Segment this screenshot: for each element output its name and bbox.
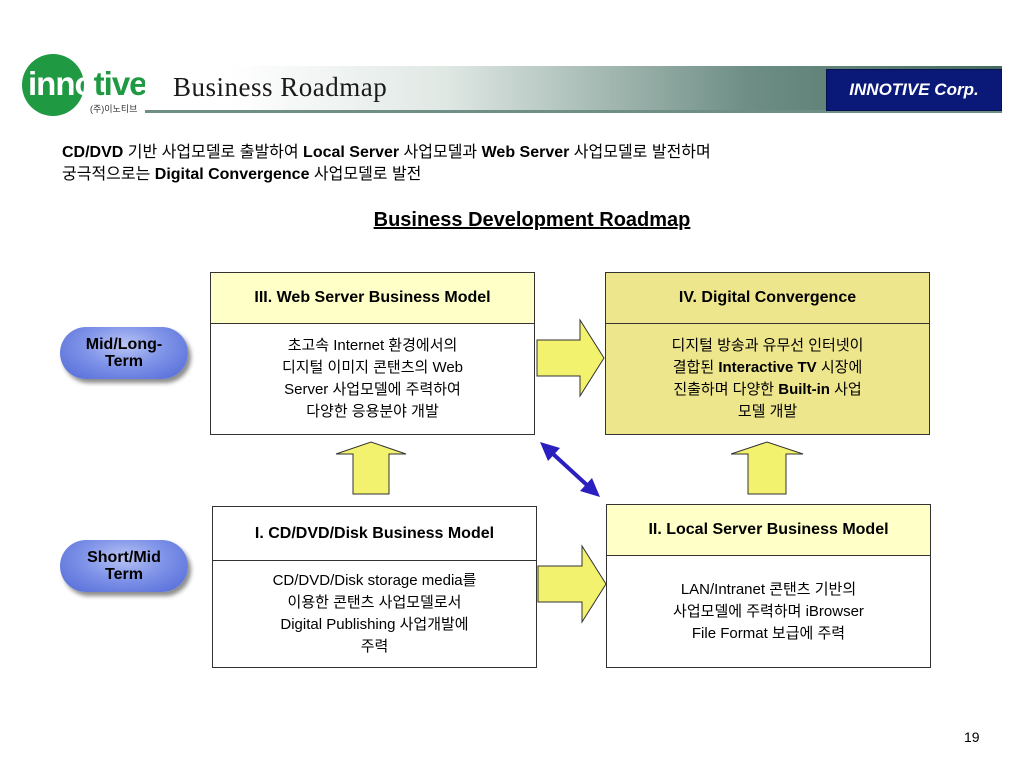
logo-subtitle: (주)이노티브 [90, 104, 138, 114]
logo-circle [22, 54, 84, 116]
intro-segment: 사업모델로 발전하며 [569, 144, 711, 161]
corp-badge: INNOTIVE Corp. [826, 69, 1002, 111]
slide-title: Business Roadmap [173, 72, 388, 102]
logo-wordmark: innotive [28, 64, 148, 104]
web-server-line: 디지털 이미지 콘탠츠의 Web [281, 359, 464, 376]
mid-long-term-line-1: Mid/Long- [85, 336, 163, 353]
digital-segment: 진출하며 다양한 [673, 381, 779, 398]
intro-segment: 사업모델로 발전 [309, 166, 422, 183]
web-server-model-body: 초고속 Internet 환경에서의 디지털 이미지 콘탠츠의 Web Serv… [211, 324, 534, 434]
cd-dvd-model-box: I. CD/DVD/Disk Business Model CD/DVD/Dis… [212, 506, 537, 668]
digital-convergence-line: 디지털 방송과 유무선 인터넷이 [672, 335, 864, 357]
arrow-right-icon [537, 544, 607, 624]
intro-segment: 사업모델과 [399, 144, 482, 161]
cd-dvd-line: CD/DVD/Disk storage media를 [272, 572, 477, 589]
local-server-line: File Format 보급에 주력 [691, 624, 846, 642]
cd-dvd-line: 이용한 콘탠츠 사업모델로서 [287, 594, 462, 611]
intro-segment: 기반 사업모델로 출발하여 [123, 144, 304, 161]
digital-segment: 디지털 방송과 유무선 인터넷이 [671, 337, 864, 354]
intro-text: CD/DVD 기반 사업모델로 출발하여 Local Server 사업모델과 … [62, 142, 962, 186]
local-server-line: LAN/Intranet 콘탠츠 기반의 [680, 580, 857, 598]
digital-bold-segment: Built-in [778, 381, 830, 398]
digital-segment: 시장에 [816, 359, 863, 376]
short-mid-term-bubble: Short/Mid Term [60, 540, 188, 592]
web-server-model-box: III. Web Server Business Model 초고속 Inter… [210, 272, 535, 435]
digital-segment: 모델 개발 [737, 403, 798, 420]
page-number: 19 [964, 729, 980, 745]
intro-line-2: 궁극적으로는 Digital Convergence 사업모델로 발전 [62, 164, 962, 186]
cd-dvd-model-body: CD/DVD/Disk storage media를 이용한 콘탠츠 사업모델로… [213, 561, 536, 667]
cd-dvd-line: Digital Publishing 사업개발에 [280, 616, 469, 633]
web-server-line: Server 사업모델에 주력하여 [284, 381, 461, 398]
intro-bold-segment: Web Server [481, 144, 570, 161]
arrow-up-icon [335, 441, 407, 495]
local-server-model-title: II. Local Server Business Model [607, 505, 930, 556]
local-server-model-box: II. Local Server Business Model LAN/Intr… [606, 504, 931, 668]
cd-dvd-model-title: I. CD/DVD/Disk Business Model [213, 507, 536, 561]
digital-bold-segment: Interactive TV [718, 359, 817, 376]
local-server-model-body: LAN/Intranet 콘탠츠 기반의 사업모델에 주력하며 iBrowser… [607, 556, 930, 667]
web-server-line: 다양한 응용분야 개발 [306, 403, 439, 420]
digital-convergence-line: 진출하며 다양한 Built-in 사업 [672, 379, 864, 401]
corp-name: INNOTIVE Corp. [849, 80, 979, 99]
double-arrow-icon [540, 442, 600, 497]
digital-convergence-box: IV. Digital Convergence 디지털 방송과 유무선 인터넷이… [605, 272, 930, 435]
intro-bold-segment: Local Server [303, 144, 400, 161]
intro-bold-segment: Digital Convergence [154, 166, 310, 183]
intro-segment: 궁극적으로는 [62, 166, 155, 183]
arrow-up-icon [730, 441, 804, 495]
mid-long-term-line-2: Term [105, 353, 143, 370]
digital-segment: 결합된 [672, 359, 719, 376]
roadmap-title: Business Development Roadmap [373, 209, 691, 231]
digital-segment: 사업 [829, 381, 862, 398]
local-server-line: 사업모델에 주력하며 iBrowser [673, 602, 864, 620]
web-server-line: 초고속 Internet 환경에서의 [287, 337, 458, 354]
web-server-model-title: III. Web Server Business Model [211, 273, 534, 324]
short-mid-term-line-1: Short/Mid [87, 549, 161, 566]
intro-line-1: CD/DVD 기반 사업모델로 출발하여 Local Server 사업모델과 … [62, 142, 962, 164]
digital-convergence-title: IV. Digital Convergence [606, 273, 929, 324]
arrow-right-icon [536, 318, 605, 398]
short-mid-term-line-2: Term [105, 566, 143, 583]
digital-convergence-line: 모델 개발 [672, 401, 864, 423]
intro-bold-segment: CD/DVD [62, 144, 124, 161]
company-logo: innotive (주)이노티브 [22, 54, 148, 120]
logo-text-a: inno [28, 65, 95, 102]
mid-long-term-bubble: Mid/Long- Term [60, 327, 188, 379]
logo-text-b: tive [93, 65, 148, 102]
cd-dvd-line: 주력 [360, 638, 389, 655]
digital-convergence-line: 결합된 Interactive TV 시장에 [672, 357, 864, 379]
